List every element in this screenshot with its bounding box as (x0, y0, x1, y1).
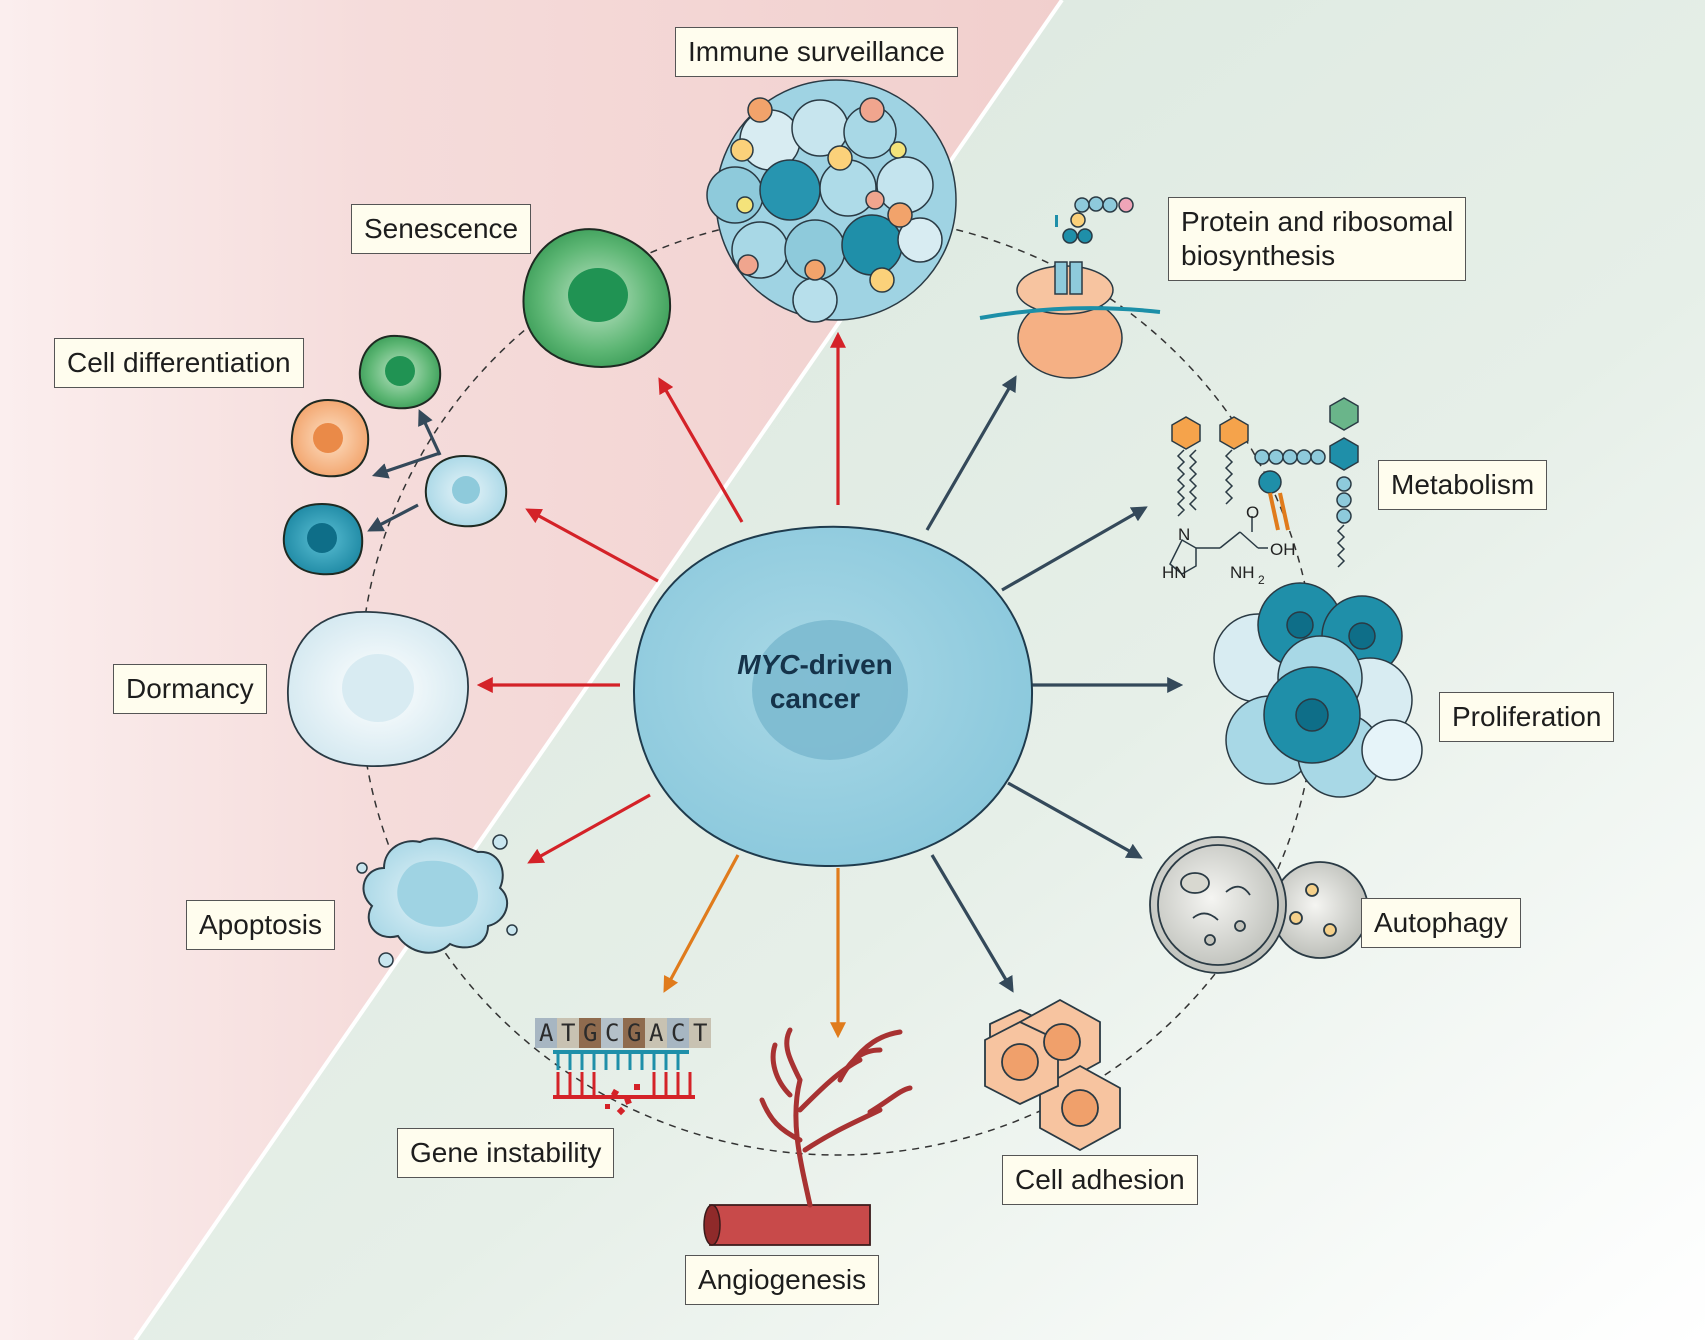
cell-adhesion-icon (984, 998, 1121, 1152)
dna-base-7: C (671, 1019, 685, 1047)
dna-base-8: T (693, 1019, 707, 1047)
label-senescence: Senescence (351, 204, 532, 254)
immune-cluster-icon (706, 79, 957, 323)
ribosome-icon (979, 196, 1161, 379)
label-metabolism: Metabolism (1378, 460, 1548, 510)
chem-hn: HN (1162, 563, 1187, 582)
angiogenesis-icon (703, 1027, 913, 1246)
dormancy-cell-icon (287, 611, 469, 767)
apoptosis-cell-icon (356, 834, 518, 968)
dna-base-4: C (605, 1019, 619, 1047)
orange-arrows (663, 854, 846, 1039)
chem-sub2: 2 (1258, 573, 1265, 587)
dna-base-6: A (649, 1019, 664, 1047)
dark-arrows (367, 375, 1184, 993)
cell-differentiation-icon (282, 334, 508, 576)
label-protein-ribosomal: Protein and ribosomal biosynthesis (1168, 197, 1467, 281)
chem-nh2: NH (1230, 563, 1255, 582)
center-label: MYC-driven cancer (690, 648, 940, 716)
senescence-cell-icon (522, 228, 672, 368)
center-title-italic: MYC (737, 649, 800, 680)
label-angiogenesis: Angiogenesis (685, 1255, 880, 1305)
chem-o: O (1246, 503, 1259, 522)
label-cell-differentiation: Cell differentiation (54, 338, 304, 388)
background-left (0, 0, 1062, 1340)
center-title-rest: -driven (799, 649, 893, 680)
label-cell-adhesion: Cell adhesion (1002, 1155, 1198, 1205)
red-arrows (476, 331, 846, 864)
dna-base-3: G (583, 1019, 597, 1047)
label-apoptosis: Apoptosis (186, 900, 335, 950)
dna-base-2: T (561, 1019, 575, 1047)
autophagy-icon (1149, 836, 1369, 974)
label-dormancy: Dormancy (113, 664, 267, 714)
myc-cancer-cell (632, 525, 1034, 868)
label-autophagy: Autophagy (1361, 898, 1521, 948)
nucleus (752, 620, 908, 760)
center-subtitle: cancer (769, 683, 861, 714)
chem-oh: OH (1270, 540, 1296, 559)
label-gene-instability: Gene instability (397, 1128, 615, 1178)
dna-icon (535, 1018, 711, 1116)
proliferation-cluster-icon (1213, 582, 1423, 798)
chem-n: N (1178, 525, 1190, 544)
dna-base-5: G (627, 1019, 641, 1047)
label-immune-surveillance: Immune surveillance (675, 27, 958, 77)
dna-base-1: A (539, 1019, 554, 1047)
metabolism-icon (1169, 397, 1359, 575)
label-proliferation: Proliferation (1439, 692, 1615, 742)
